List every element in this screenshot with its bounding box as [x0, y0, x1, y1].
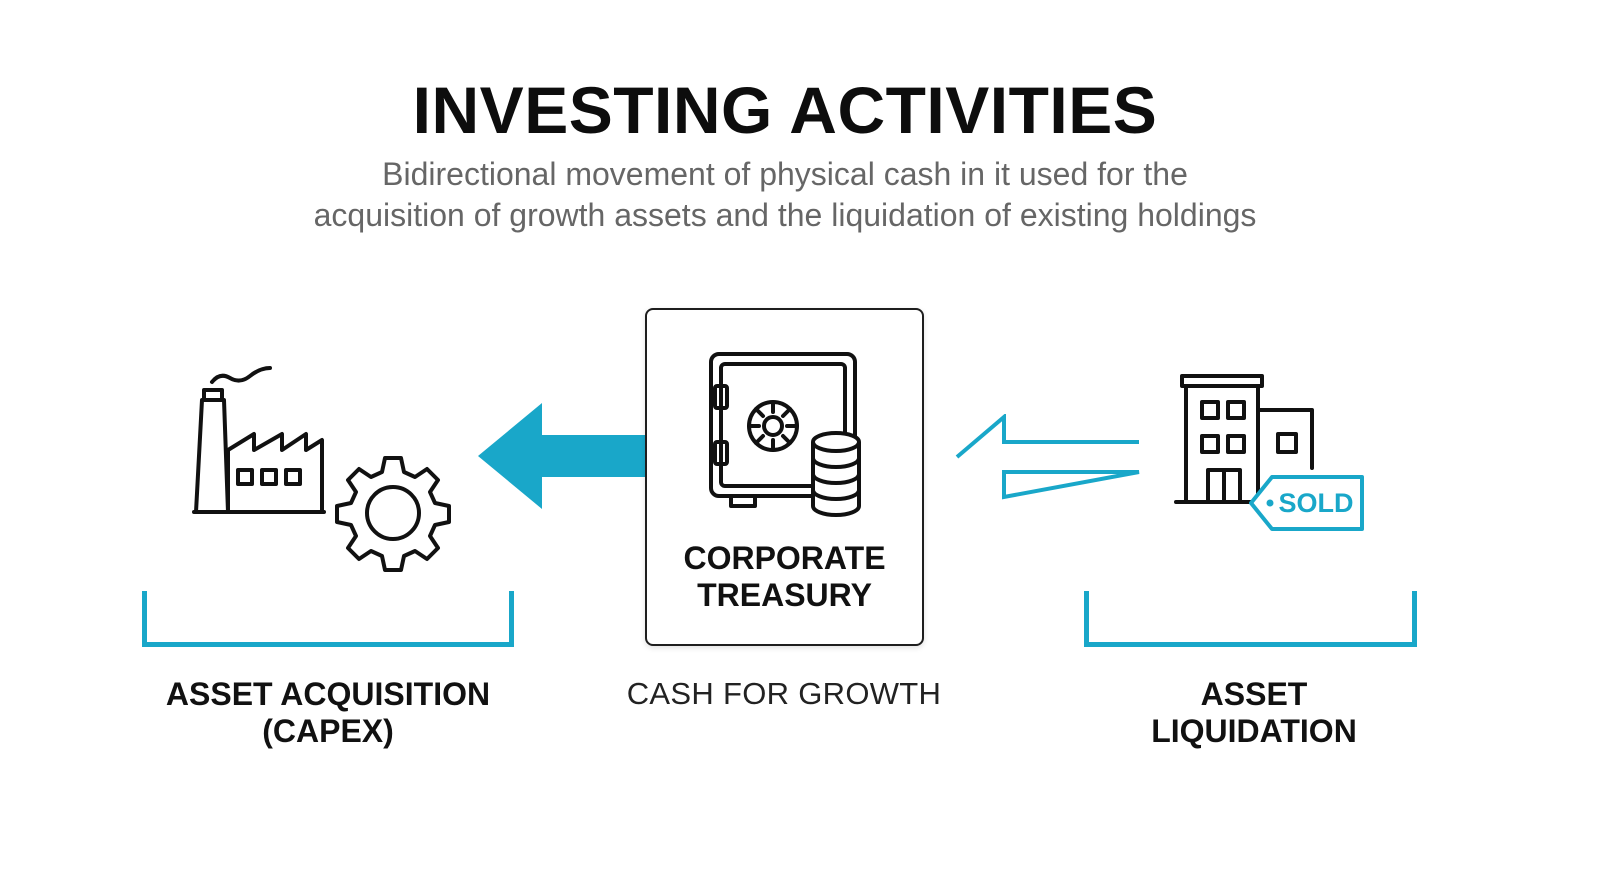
treasury-label-line-2: TREASURY — [697, 577, 872, 613]
liquidation-bracket — [1084, 591, 1417, 647]
treasury-label: CORPORATE TREASURY — [647, 540, 922, 614]
coin-stack-icon — [811, 431, 861, 517]
arrow-left-solid-icon — [478, 403, 646, 509]
office-building-icon — [1174, 374, 1314, 504]
corporate-treasury-card: CORPORATE TREASURY — [645, 308, 924, 646]
treasury-label-line-1: CORPORATE — [683, 540, 886, 576]
liquidation-label-line-1: ASSET — [1200, 676, 1308, 712]
acquisition-label-line-2: (CAPEX) — [262, 713, 394, 749]
gear-icon — [335, 456, 451, 572]
subtitle-line-1: Bidirectional movement of physical cash … — [382, 156, 1188, 192]
subtitle-line-2: acquisition of growth assets and the liq… — [313, 197, 1257, 233]
acquisition-bracket — [142, 591, 514, 647]
factory-icon — [192, 366, 326, 514]
liquidation-label-line-2: LIQUIDATION — [1151, 713, 1357, 749]
cash-for-growth-label: CASH FOR GROWTH — [626, 676, 942, 711]
safe-icon — [709, 352, 857, 508]
sold-tag-text: SOLD — [1278, 488, 1353, 518]
asset-liquidation-label: ASSET LIQUIDATION — [1104, 676, 1404, 750]
arrow-left-outline-icon — [955, 414, 1140, 500]
acquisition-label-line-1: ASSET ACQUISITION — [165, 676, 491, 712]
page-subtitle: Bidirectional movement of physical cash … — [0, 154, 1570, 236]
sold-tag-icon: SOLD — [1249, 475, 1364, 531]
asset-acquisition-label: ASSET ACQUISITION (CAPEX) — [128, 676, 528, 750]
page-title: INVESTING ACTIVITIES — [412, 73, 1158, 147]
